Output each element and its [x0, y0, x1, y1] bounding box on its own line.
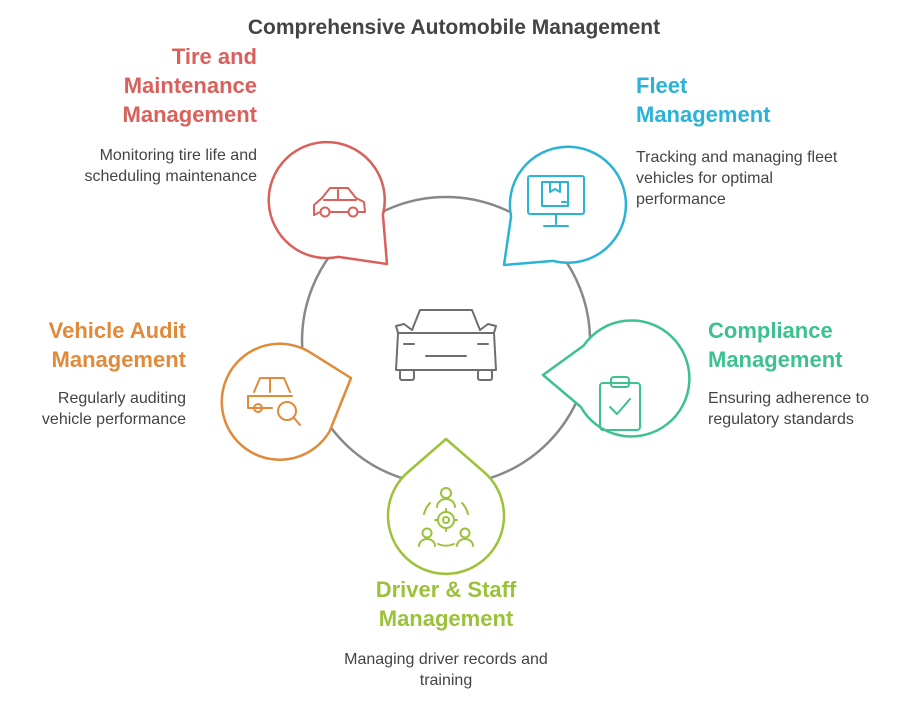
driver-node-shape	[386, 437, 506, 575]
tire-title: Tire and Maintenance Management	[122, 44, 257, 127]
driver-description: Managing driver records and training	[344, 651, 548, 689]
compliance-node-shape	[541, 319, 691, 438]
car-icon	[313, 187, 366, 218]
monitor-icon	[527, 175, 585, 227]
tire-node-shape	[267, 140, 389, 266]
fleet-title: Fleet Management	[636, 73, 771, 127]
fleet-description: Tracking and managing fleet vehicles for…	[636, 149, 838, 208]
audit-title: Vehicle Audit Management	[48, 318, 186, 372]
audit-description: Regularly auditing vehicle performance	[41, 390, 186, 428]
car-search-icon	[247, 377, 301, 426]
page-title: Comprehensive Automobile Management	[247, 16, 661, 39]
tire-description: Monitoring tire life and scheduling main…	[84, 147, 257, 185]
driver-title: Driver & Staff Management	[375, 577, 517, 631]
compliance-description: Ensuring adherence to regulatory standar…	[708, 390, 869, 428]
team-gear-icon	[418, 487, 474, 547]
compliance-title: Compliance Management	[708, 318, 843, 372]
clipboard-check-icon	[599, 376, 641, 431]
car-front-icon	[395, 309, 497, 381]
